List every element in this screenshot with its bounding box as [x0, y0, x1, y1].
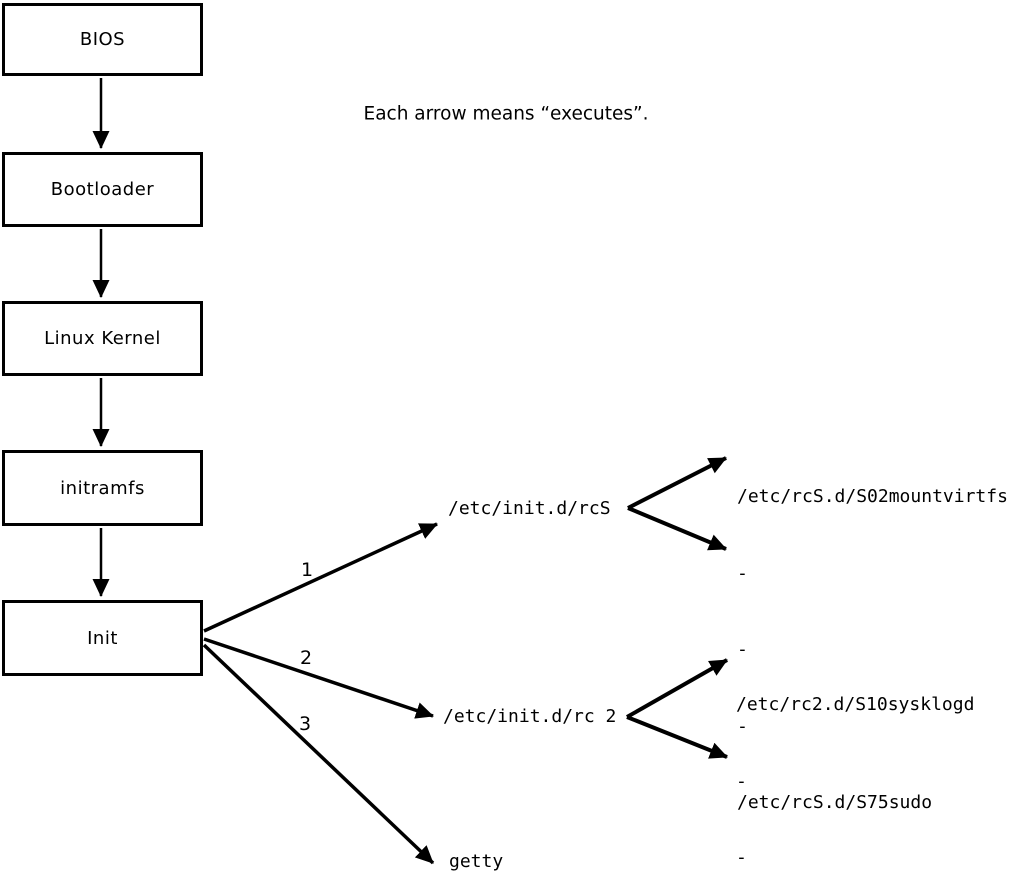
node-linux-kernel-label: Linux Kernel — [44, 328, 161, 349]
arrow-rc2-to-s10sysklogd — [626, 658, 728, 719]
ellipsis-dash: - — [737, 715, 748, 737]
node-bootloader: Bootloader — [2, 152, 203, 227]
arrow-init-to-rcs — [203, 522, 438, 633]
node-rcs-script: /etc/init.d/rcS — [448, 498, 611, 519]
ellipsis-dash: - — [737, 639, 748, 660]
node-init: Init — [2, 600, 203, 676]
arrow-init-to-rc2 — [203, 637, 434, 719]
node-bootloader-label: Bootloader — [50, 179, 155, 200]
ellipsis-dash: - — [737, 562, 748, 584]
arrow-init-to-getty — [202, 643, 435, 865]
node-initramfs: initramfs — [2, 450, 203, 526]
arrow-rcs-to-s02mountvirtfs — [627, 456, 727, 510]
legend-note: Each arrow means “executes”. — [363, 103, 649, 125]
ellipsis-dash: - — [736, 847, 747, 868]
branch-number-1: 1 — [300, 559, 314, 581]
node-initramfs-label: initramfs — [60, 477, 145, 499]
rc2-script-first: /etc/rc2.d/S10sysklogd — [736, 694, 975, 715]
ellipsis-dash: - — [736, 770, 747, 792]
node-linux-kernel: Linux Kernel — [2, 301, 203, 376]
rc2-script-list: /etc/rc2.d/S10sysklogd - - - /etc/rc2.d/… — [736, 641, 974, 875]
rcs-script-list: /etc/rcS.d/S02mountvirtfs - - - /etc/rcS… — [737, 433, 1008, 867]
rcs-script-last: /etc/rcS.d/S75sudo — [737, 792, 933, 813]
node-bios-label: BIOS — [79, 29, 126, 50]
node-getty: getty — [449, 851, 504, 872]
arrow-rcs-to-s75sudo — [627, 506, 727, 551]
arrow-rc2-to-s99gdm — [626, 715, 728, 759]
rcs-script-first: /etc/rcS.d/S02mountvirtfs — [737, 486, 1008, 507]
node-rc2-script: /etc/init.d/rc 2 — [443, 706, 617, 727]
node-init-label: Init — [87, 627, 118, 649]
branch-number-2: 2 — [299, 647, 313, 669]
node-bios: BIOS — [2, 3, 203, 76]
branch-number-3: 3 — [298, 713, 312, 735]
